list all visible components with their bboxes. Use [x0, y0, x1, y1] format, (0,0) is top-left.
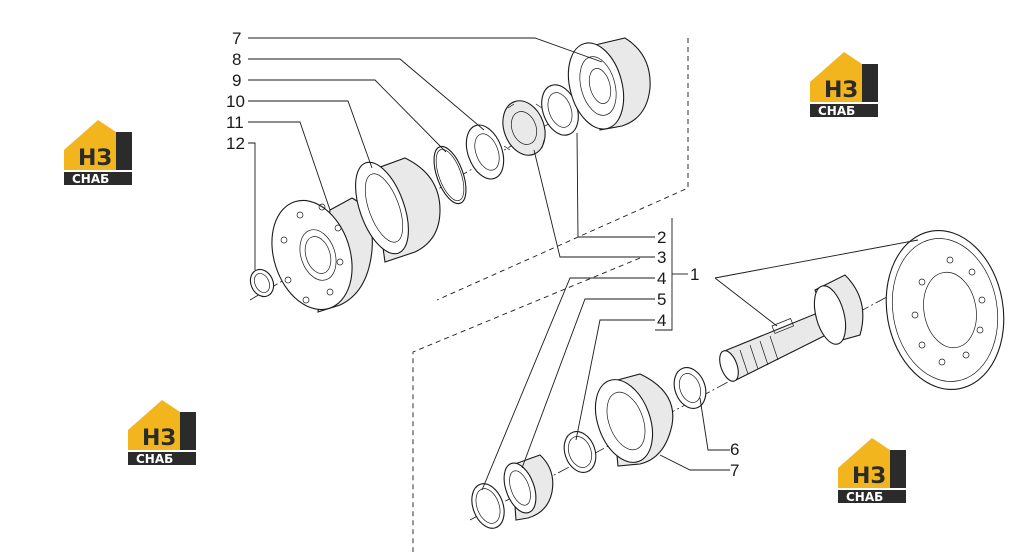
assembly-frame-upper — [436, 38, 689, 301]
callout-2: 2 — [657, 228, 666, 247]
svg-text:СНАБ: СНАБ — [136, 452, 173, 466]
leader-lines-right — [481, 132, 919, 491]
part-7-bearing-lower — [594, 373, 674, 467]
svg-text:НЗ: НЗ — [142, 426, 176, 451]
svg-text:НЗ: НЗ — [824, 78, 858, 103]
svg-text:СНАБ: СНАБ — [846, 490, 883, 504]
callout-3: 3 — [657, 248, 666, 267]
watermark-logo: НЗ СНАБ — [838, 438, 906, 504]
part-6-shim — [673, 367, 707, 409]
svg-text:НЗ: НЗ — [852, 464, 886, 489]
callout-6: 6 — [730, 440, 739, 459]
callout-4-b: 4 — [657, 311, 666, 330]
callout-9: 9 — [232, 71, 241, 90]
part-8-shim — [465, 124, 505, 180]
callout-5: 5 — [657, 290, 666, 309]
callout-12: 12 — [226, 134, 245, 153]
part-1-pinion-shaft-and-ring-gear — [719, 230, 1005, 390]
part-10-housing-ring — [355, 157, 441, 263]
part-9-o-ring — [433, 145, 467, 205]
callout-10: 10 — [226, 92, 245, 111]
callout-labels: 7 8 9 10 11 12 2 3 4 5 4 1 6 7 — [226, 29, 739, 480]
callout-8: 8 — [232, 50, 241, 69]
part-11-flange — [271, 197, 373, 313]
watermark-logo: НЗ СНАБ — [810, 52, 878, 118]
svg-text:НЗ: НЗ — [78, 146, 112, 171]
assembly-frame-lower — [412, 257, 641, 552]
svg-text:СНАБ: СНАБ — [818, 104, 855, 118]
callout-1: 1 — [690, 265, 699, 284]
part-3-slotted-nut — [502, 100, 546, 156]
part-5-spacer-sleeve — [503, 454, 554, 521]
callout-7-upper: 7 — [232, 29, 241, 48]
watermark-logo: НЗ СНАБ — [64, 120, 132, 186]
part-4-ring-lower — [471, 483, 505, 529]
part-7-bearing-upper — [567, 37, 651, 131]
watermark-logo: НЗ СНАБ — [128, 400, 196, 466]
part-4-ring-middle — [563, 431, 597, 473]
callout-7-lower: 7 — [730, 461, 739, 480]
leader-lines-upper — [248, 37, 603, 270]
callout-4-a: 4 — [657, 269, 666, 288]
callout-11: 11 — [226, 113, 244, 132]
part-12-circlip — [249, 268, 275, 298]
svg-text:СНАБ: СНАБ — [72, 172, 109, 186]
